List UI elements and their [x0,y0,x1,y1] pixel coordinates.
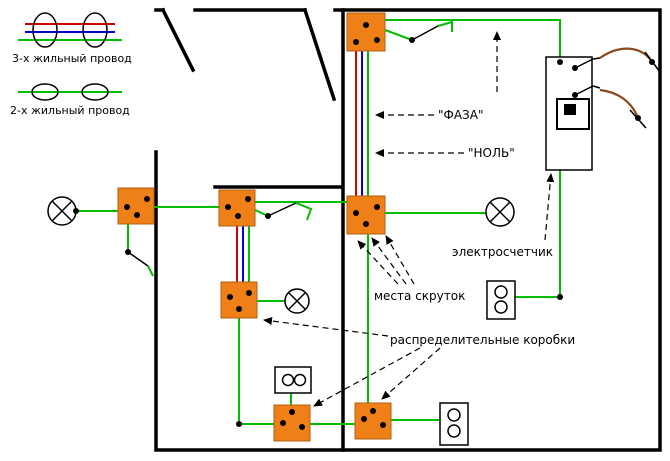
outer-walls [154,8,662,452]
annotation-arrow-twist [385,235,415,285]
annotation-arrow-meter [544,173,555,241]
junction-box-top [346,12,386,52]
junction-box-hall [218,189,256,227]
legend-three-core-label: 3-х жильный провод [12,52,132,65]
legend-three-core-symbol [18,12,122,48]
junction-box-right [346,195,386,235]
annotations: "ФАЗА" "НОЛЬ" электросчетчик места скрут… [263,31,575,407]
annotation-arrow-box [263,317,389,337]
cable-sheath-icon [82,12,108,48]
phase-label: "ФАЗА" [438,108,483,122]
annotation-arrow-box [381,347,441,400]
twists-label: места скруток [374,289,465,303]
switch-symbol-left [125,224,154,277]
lamp-symbol-left [47,196,77,226]
socket-symbol-center [274,366,312,394]
brown-wire [599,88,640,119]
meter-display [564,104,576,115]
wiring [76,19,561,425]
brown-wire [599,47,653,63]
legend-two-core-symbol [18,83,122,101]
lamp-symbol-right [485,197,515,227]
walls [154,7,662,452]
socket-symbol-bottom [439,402,469,446]
junction-dots [73,22,563,430]
junction-box-center [220,281,258,319]
green-wire [385,19,561,99]
junction-box-left [117,187,155,225]
cable-sheath-icon [31,83,59,101]
breaker-switch [574,57,601,69]
meter-label: электросчетчик [452,245,553,259]
legend: 3-х жильный провод 2-х жильный провод [10,12,132,117]
cable-sheath-icon [81,83,109,101]
breaker-switch [574,85,601,96]
junction-boxes [117,12,392,442]
interior-walls [213,8,345,452]
neutral-label: "НОЛЬ" [468,146,515,160]
electric-meter-symbol [545,47,661,171]
legend-two-core-label: 2-х жильный провод [10,104,130,117]
socket-symbol-right [486,280,516,320]
green-wire [238,318,274,425]
lamp-symbol-center [284,288,310,314]
switch-symbol-hall [254,202,313,221]
door-leaf [160,7,196,73]
junction-boxes-label: распределительные коробки [390,333,575,347]
switch-symbol-top [384,20,453,43]
cable-sheath-icon [32,12,58,48]
door-leaf [302,7,337,102]
annotation-arrow-box [313,347,421,407]
